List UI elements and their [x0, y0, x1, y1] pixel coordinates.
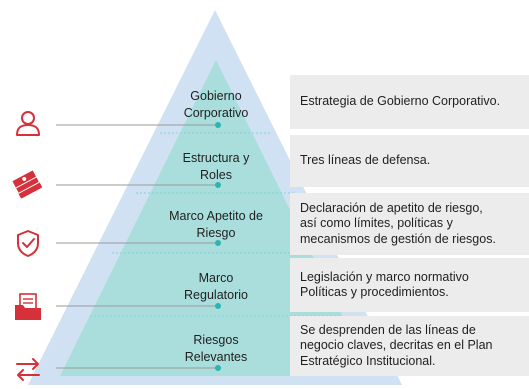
tier-dot	[215, 182, 221, 188]
description-text: Se desprenden de las líneas de negocio c…	[300, 322, 493, 368]
tier-label-4: Marco Regulatorio	[184, 271, 248, 302]
description-box-5: Se desprenden de las líneas de negocio c…	[290, 316, 529, 376]
description-box-3: Declaración de apetito de riesgo, así co…	[290, 193, 529, 255]
tier-label-2: Estructura y Roles	[182, 151, 250, 182]
exchange-arrows-icon	[8, 349, 48, 389]
shield-check-icon	[8, 223, 48, 263]
description-text: Legislación y marco normativo Políticas …	[300, 269, 469, 300]
person-icon	[8, 104, 48, 144]
tier-dot	[215, 365, 221, 371]
tier-label-3: Marco Apetito de Riesgo	[169, 209, 263, 240]
description-box-4: Legislación y marco normativo Políticas …	[290, 258, 529, 312]
tier-dot	[215, 122, 221, 128]
tier-label-1: Gobierno Corporativo	[183, 89, 249, 120]
money-stack-icon	[8, 166, 48, 206]
description-box-2: Tres líneas de defensa.	[290, 135, 529, 187]
description-box-1: Estrategia de Gobierno Corporativo.	[290, 75, 529, 129]
tier-dot	[215, 303, 221, 309]
folder-document-icon	[8, 287, 48, 327]
description-text: Estrategia de Gobierno Corporativo.	[300, 94, 501, 109]
tier-label-5: Riesgos Relevantes	[184, 333, 248, 364]
description-text: Declaración de apetito de riesgo, así co…	[300, 200, 496, 246]
description-text: Tres líneas de defensa.	[300, 153, 431, 168]
tier-dot	[215, 240, 221, 246]
